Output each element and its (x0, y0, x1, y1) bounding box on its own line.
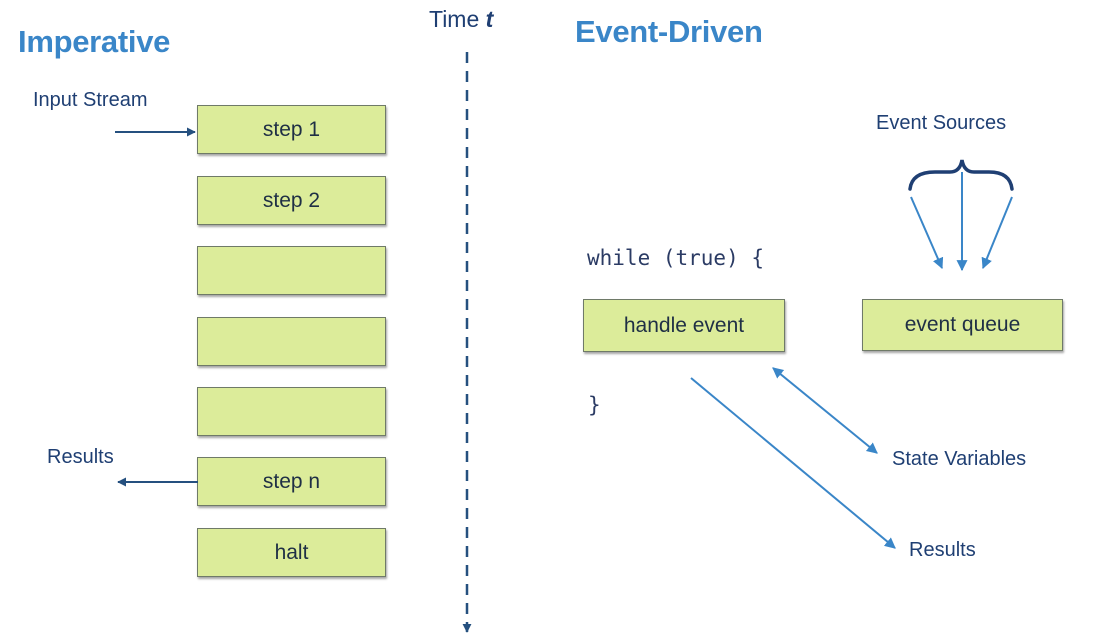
step-box-3 (197, 246, 386, 295)
imperative-title: Imperative (18, 24, 171, 59)
step-box-1: step 1 (197, 105, 386, 154)
time-label-text: Time (429, 6, 480, 32)
event-source-arrow-left (910, 196, 944, 270)
event-driven-results-label: Results (909, 539, 976, 561)
event-source-arrow-right (981, 196, 1013, 270)
event-sources-label: Event Sources (876, 112, 1007, 134)
event-driven-title: Event-Driven (575, 14, 763, 49)
while-loop-open: while (true) { (587, 246, 765, 270)
state-variables-label: State Variables (892, 448, 1027, 470)
handle-event-box: handle event (583, 299, 785, 352)
step-box-5 (197, 387, 386, 436)
time-axis-label: Time t (429, 6, 493, 33)
step-box-n: step n (197, 457, 386, 506)
time-symbol: t (485, 6, 494, 32)
state-variables-arrow (772, 367, 878, 454)
handle-results-arrow (690, 377, 896, 549)
halt-box: halt (197, 528, 386, 577)
input-stream-label: Input Stream (33, 89, 148, 111)
event-queue-box: event queue (862, 299, 1063, 351)
while-loop-close: } (588, 393, 601, 417)
imperative-results-label: Results (47, 446, 114, 468)
event-sources-brace (908, 159, 1014, 191)
step-box-4 (197, 317, 386, 366)
step-box-2: step 2 (197, 176, 386, 225)
